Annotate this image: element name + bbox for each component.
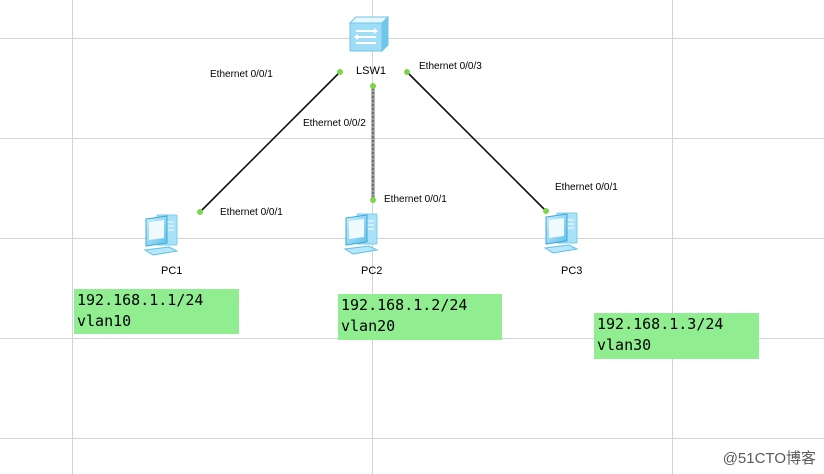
port-indicator [370,197,376,203]
pc-port-label-link3: Ethernet 0/0/1 [555,182,618,193]
pc-port-label-link2: Ethernet 0/0/1 [384,194,447,205]
pc2-ip-address: 192.168.1.2/24 [341,296,468,314]
port-indicator [197,209,203,215]
pc3-label: PC3 [561,265,583,277]
pc1-vlan: vlan10 [77,312,132,330]
switch-icon[interactable] [348,15,390,53]
switch-label: LSW1 [356,65,386,77]
pc-icon[interactable] [144,214,178,256]
port-indicator [543,208,549,214]
pc1-label: PC1 [161,265,183,277]
pc-icon[interactable] [344,213,378,255]
pc1-config-note[interactable]: 192.168.1.1/24 vlan10 [74,289,239,334]
switch-port-label-link3: Ethernet 0/0/3 [419,61,482,72]
port-indicator [337,69,343,75]
switch-port-label-link2: Ethernet 0/0/2 [303,118,366,129]
pc-icon[interactable] [544,212,578,254]
port-indicator [404,69,410,75]
switch-port-label-link1: Ethernet 0/0/1 [210,69,273,80]
pc2-config-note[interactable]: 192.168.1.2/24 vlan20 [338,294,502,340]
pc3-vlan: vlan30 [597,336,652,354]
port-indicator [370,83,376,89]
pc3-config-note[interactable]: 192.168.1.3/24 vlan30 [594,313,759,359]
link-lsw1-pc1[interactable] [199,71,341,213]
link-lsw1-pc3[interactable] [406,71,547,212]
pc1-ip-address: 192.168.1.1/24 [77,291,204,309]
pc-port-label-link1: Ethernet 0/0/1 [220,207,283,218]
watermark: @51CTO博客 [722,450,816,467]
pc2-vlan: vlan20 [341,317,396,335]
pc2-label: PC2 [361,265,383,277]
pc3-ip-address: 192.168.1.3/24 [597,315,724,333]
